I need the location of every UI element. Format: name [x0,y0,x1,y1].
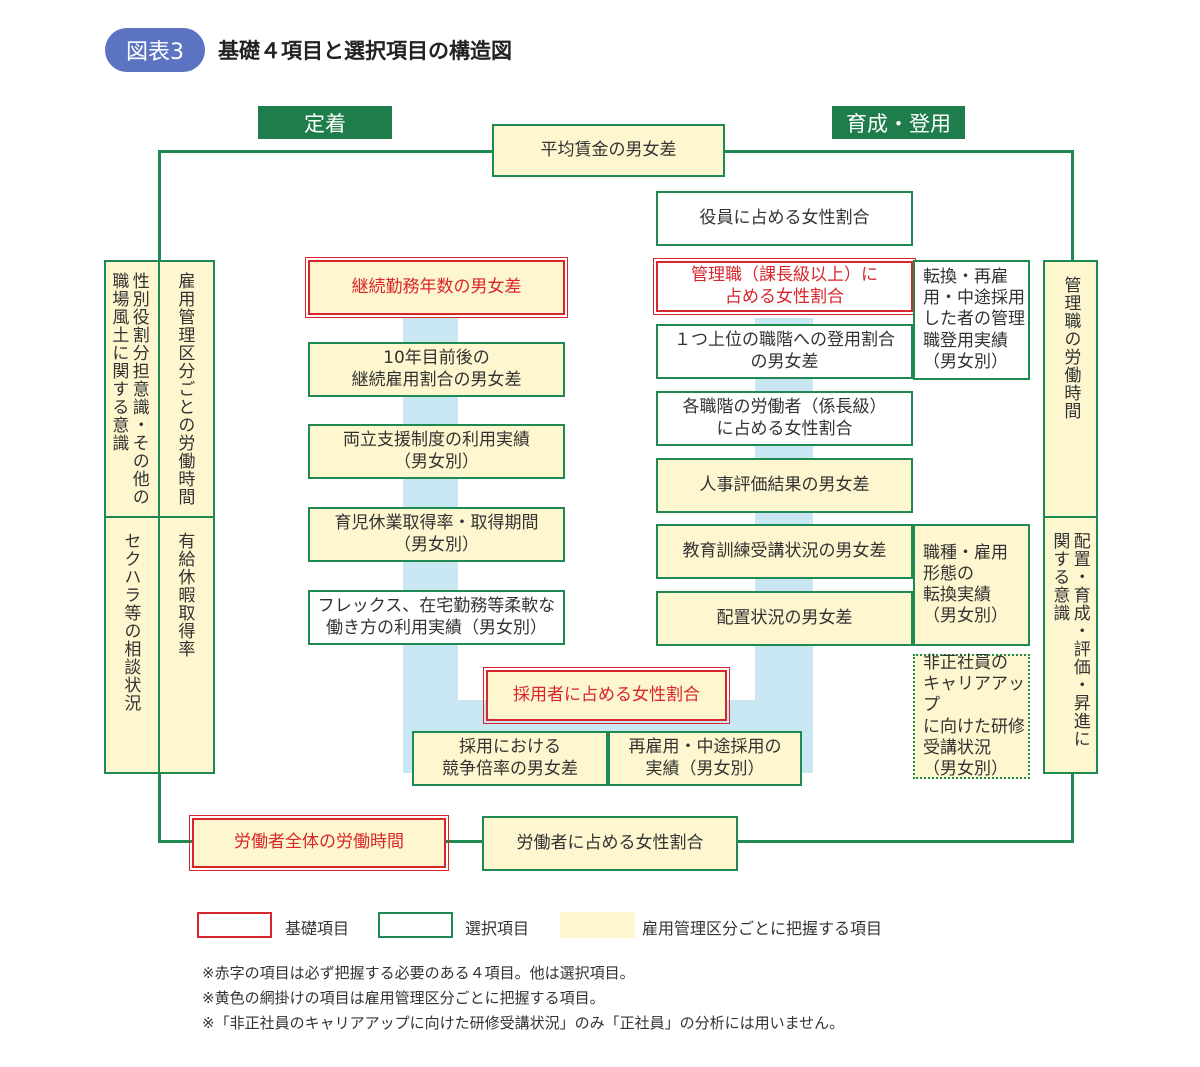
text-hours-by-category: 雇用管理区分ごとの労働時間 [174,272,195,506]
box-female-subsection-chiefs: 各職階の労働者（係長級） に占める女性割合 [656,391,913,446]
header-development: 育成・登用 [832,106,965,139]
box-female-hires: 採用者に占める女性割合 [483,667,730,724]
frame-left-bottom [158,772,161,842]
note-2: ※黄色の網掛けの項目は雇用管理区分ごとに把握する項目。 [202,989,605,1007]
box-female-executives: 役員に占める女性割合 [656,191,913,246]
text-workplace-culture: 性別役割分担意識・その他の 職場風土に関する意識 [108,272,149,506]
frame-bottom-left [158,840,192,843]
figure-badge: 図表3 [105,28,205,72]
note-3: ※「非正社員のキャリアアップに向けた研修受講状況」のみ「正社員」の分析には用いま… [202,1014,845,1032]
box-10year-retention: 10年目前後の 継続雇用割合の男女差 [308,342,565,397]
left-panel-divider-h [104,516,215,518]
box-average-wage-gap: 平均賃金の男女差 [492,124,725,177]
box-job-type-conversion: 職種・雇用 形態の 転換実績 （男女別） [913,524,1030,646]
text-paid-leave-rate: 有給休暇取得率 [174,532,195,658]
box-work-life-support: 両立支援制度の利用実績 （男女別） [308,424,565,479]
box-training-gap: 教育訓練受講状況の男女差 [656,524,913,579]
box-total-working-hours: 労働者全体の労働時間 [189,815,449,871]
box-placement-gap: 配置状況の男女差 [656,591,913,646]
frame-right-bottom [1071,772,1074,842]
box-childcare-leave: 育児休業取得率・取得期間 （男女別） [308,507,565,562]
box-rehire-manager-promotion: 転換・再雇 用・中途採用 した者の管理 職登用実績 （男女別） [913,260,1030,380]
text-harassment-consultation: セクハラ等の相談状況 [120,532,141,712]
frame-bottom-mid [446,840,482,843]
box-female-managers: 管理職（課長級以上）に 占める女性割合 [653,258,916,315]
legend-select-swatch [378,912,453,938]
text-manager-hours: 管理職の労働時間 [1060,276,1081,420]
box-promotion-rate: １つ上位の職階への登用割合 の男女差 [656,324,913,379]
box-evaluation-gap: 人事評価結果の男女差 [656,458,913,513]
box-tenure-gap: 継続勤務年数の男女差 [305,257,568,318]
right-panel-divider-h [1043,516,1098,518]
legend-yellow-swatch [560,912,635,938]
box-flexible-work: フレックス、在宅勤務等柔軟な 働き方の利用実績（男女別） [308,590,565,645]
legend-yellow-label: 雇用管理区分ごとに把握する項目 [642,919,883,938]
text-career-awareness: 配置・育成・評価・昇進に 関する意識 [1049,532,1090,748]
box-nonregular-training: 非正社員の キャリアアップ に向けた研修 受講状況 （男女別） [913,653,1030,779]
legend-basic-swatch [197,912,272,938]
box-rehire-midcareer: 再雇用・中途採用の 実績（男女別） [608,731,802,786]
legend-select-label: 選択項目 [465,919,530,938]
header-retention: 定着 [258,106,392,139]
frame-top-right [724,150,1074,153]
box-female-workers: 労働者に占める女性割合 [482,816,738,871]
legend-basic-label: 基礎項目 [285,919,350,938]
note-1: ※赤字の項目は必ず把握する必要のある４項目。他は選択項目。 [202,964,635,982]
frame-top-left [158,150,492,153]
frame-left-top [158,150,161,260]
figure-title: 基礎４項目と選択項目の構造図 [218,39,512,63]
frame-right-top [1071,150,1074,260]
frame-bottom-right [738,840,1074,843]
box-hiring-competition-gap: 採用における 競争倍率の男女差 [412,731,608,786]
